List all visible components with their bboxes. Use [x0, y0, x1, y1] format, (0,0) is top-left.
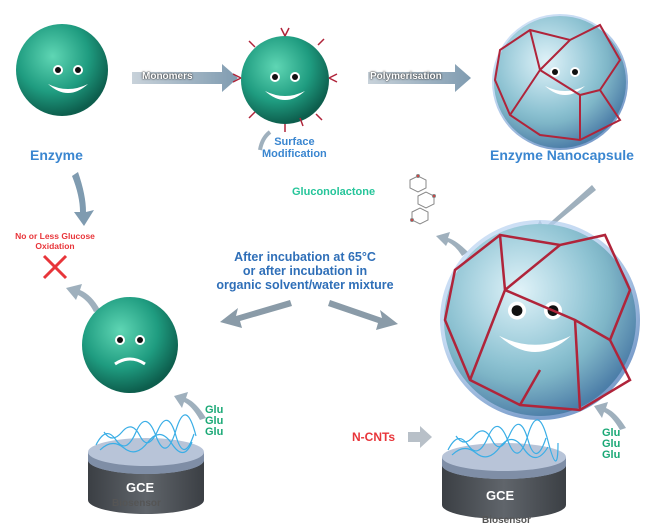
enzyme-label: Enzyme [30, 147, 83, 163]
right-glu-arrow [594, 402, 626, 430]
no-oxidation-x-icon [42, 254, 68, 280]
surface-label-line2: Modification [262, 148, 327, 160]
glu-label: Glu [602, 427, 621, 439]
right-biosensor-label: Biosensor [482, 515, 531, 526]
gluconolactone-label: Gluconolactone [292, 186, 376, 198]
surface-modification-arrow [258, 130, 272, 151]
glu-label: Glu [205, 415, 224, 427]
condition-line1: After incubation at 65°C [234, 250, 376, 264]
failure-line1: No or Less Glucose [15, 231, 95, 241]
monomer-ligands [232, 27, 338, 132]
polymer-network-large [443, 233, 632, 412]
failure-arrow [66, 284, 100, 312]
glu-label: Glu [602, 449, 621, 461]
product-arrow [436, 232, 468, 256]
glu-label: Glu [205, 404, 224, 416]
right-cnt-mesh [447, 419, 559, 462]
condition-text: After incubation at 65°C or after incuba… [205, 250, 405, 292]
glu-label: Glu [602, 438, 621, 450]
failure-label: No or Less Glucose Oxidation [5, 231, 105, 251]
gluconolactone-molecule-icon [409, 174, 436, 225]
condition-line3: organic solvent/water mixture [216, 278, 394, 292]
left-cnt-mesh [95, 414, 197, 454]
enzyme-down-arrow [72, 172, 94, 226]
left-result-arrow [220, 300, 292, 328]
polymerisation-arrow [368, 64, 471, 92]
monomers-label: Monomers [142, 71, 193, 82]
ncnt-label: N-CNTs [352, 430, 396, 444]
enzyme-nanocapsule [492, 14, 628, 150]
right-glu-labels: Glu Glu Glu [602, 428, 620, 461]
left-glu-arrow [174, 392, 206, 420]
left-glu-labels: Glu Glu Glu [205, 405, 223, 438]
enzyme-nanocapsule-large [440, 220, 640, 420]
polymerisation-label: Polymerisation [370, 71, 442, 82]
glu-label: Glu [205, 426, 224, 438]
enzyme-molecule [16, 24, 108, 116]
left-gce-label: GCE [126, 480, 155, 495]
ncnt-arrow [408, 426, 432, 448]
denatured-enzyme [82, 297, 178, 393]
condition-line2: or after incubation in [242, 264, 368, 278]
right-gce-label: GCE [486, 488, 515, 503]
failure-line2: Oxidation [35, 241, 75, 251]
right-result-arrow [328, 300, 398, 330]
left-biosensor-label: Biosensor [112, 498, 161, 509]
polymer-network [493, 23, 622, 142]
surface-modified-enzyme [232, 27, 338, 132]
nanocapsule-label: Enzyme Nanocapsule [490, 147, 634, 163]
left-gce-electrode [88, 414, 204, 514]
surface-label-line1: Surface [274, 136, 315, 148]
right-gce-electrode [442, 419, 566, 519]
monomers-arrow [132, 64, 238, 92]
surface-modification-label: Surface Modification [262, 136, 327, 160]
